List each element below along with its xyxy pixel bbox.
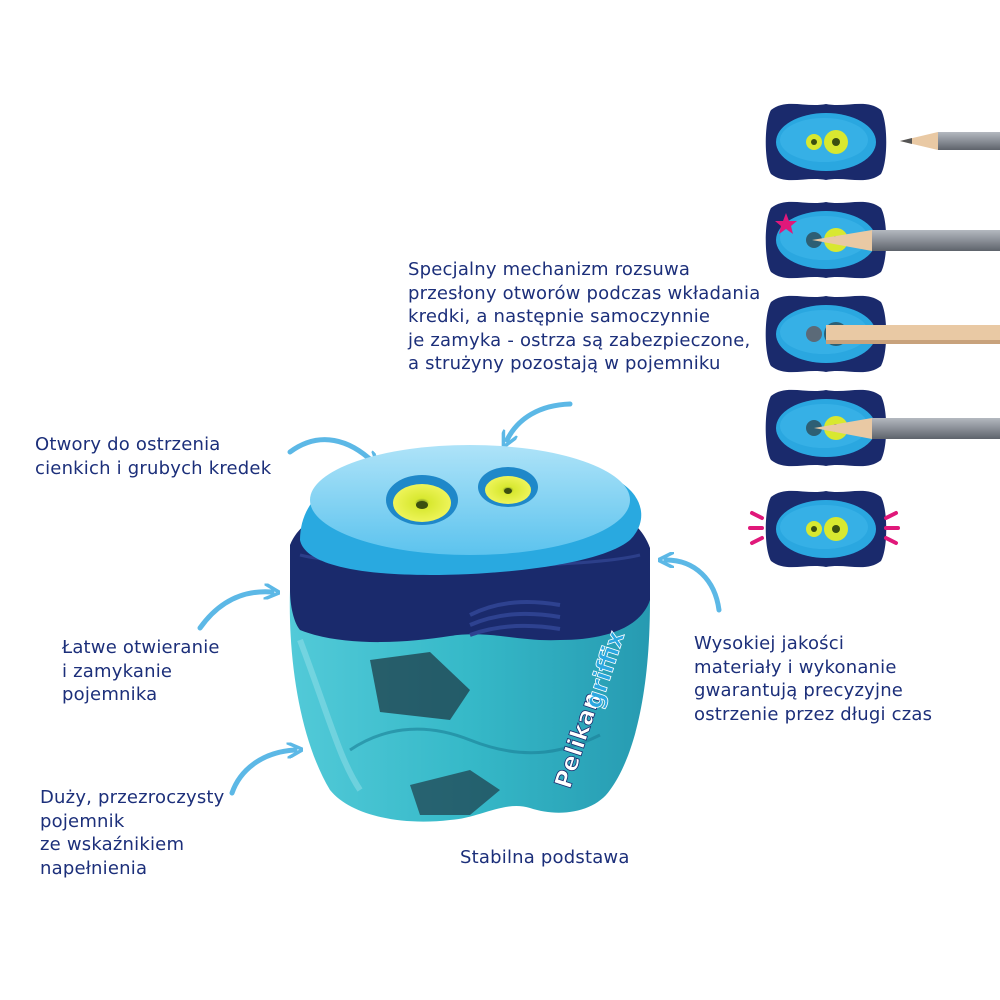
star-icon [775, 213, 797, 234]
label-quality: Wysokiej jakości materiały i wykonanie g… [694, 633, 933, 725]
lid-top [310, 445, 630, 555]
pencil-1-icon [900, 132, 1000, 150]
step-1-icon [765, 103, 887, 181]
arrow-mechanism-icon [507, 401, 573, 440]
label-holes: Otwory do ostrzenia cienkich i grubych k… [35, 434, 272, 479]
label-opening: Łatwe otwieranie i zamykanie pojemnika [62, 637, 220, 705]
pencil-2-icon [812, 230, 1000, 251]
pencil-3-icon [826, 325, 1000, 344]
arrow-container-icon [229, 750, 295, 796]
label-base: Stabilna podstawa [460, 847, 630, 868]
arrows [197, 401, 722, 796]
arrow-holes-icon [287, 437, 373, 462]
label-mechanism: Specjalny mechanizm rozsuwa przesłony ot… [408, 259, 761, 374]
sharpener-product: Pelikan griffix [289, 445, 650, 822]
arrow-quality-icon [666, 560, 722, 613]
step-sequence [748, 103, 1000, 568]
click-marks-icon [748, 511, 900, 545]
step-5-icon [765, 490, 887, 568]
arrow-opening-icon [197, 592, 272, 631]
label-container: Duży, przezroczysty pojemnik ze wskaźnik… [40, 787, 225, 879]
pencil-4-icon [814, 418, 1000, 439]
container-body [289, 590, 650, 822]
